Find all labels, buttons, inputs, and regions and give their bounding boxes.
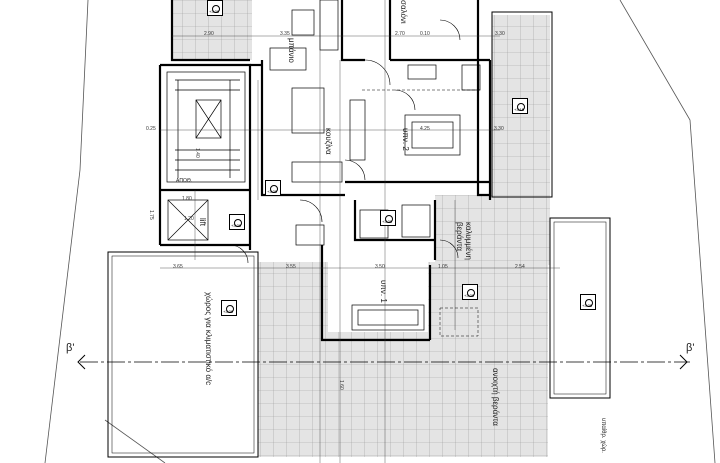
dimension-text: 3.50 bbox=[375, 264, 385, 270]
room-label-covered-veranda: καλυμμένη βεράντα bbox=[455, 222, 473, 260]
dimension-text: 3.55 bbox=[286, 264, 296, 270]
interior-lines bbox=[166, 0, 481, 331]
dimension-text: 0.10 bbox=[420, 31, 430, 37]
section-label-right: β' bbox=[686, 342, 695, 354]
dimension-text: 1.20 bbox=[184, 216, 194, 222]
room-label-open-veranda: ανοιχτή βεράντα bbox=[491, 368, 500, 426]
dimension-lines bbox=[160, 0, 560, 463]
level-marker: +3.20 bbox=[580, 294, 596, 310]
dimension-text: 2.54 bbox=[515, 264, 525, 270]
room-label-living: σαλόνι bbox=[399, 0, 408, 24]
room-label-kitchen: κουζίνα bbox=[324, 128, 333, 155]
dimension-text: 3.35 bbox=[280, 31, 290, 37]
level-marker: +3.20 bbox=[265, 180, 281, 196]
room-label-bedroom-2: υπν. 2 bbox=[401, 128, 410, 151]
level-marker: +3.20 bbox=[462, 284, 478, 300]
tiled-terraces bbox=[172, 0, 550, 457]
dimension-text: 4.25 bbox=[420, 126, 430, 132]
level-marker: +3.20 bbox=[207, 0, 223, 16]
room-label-ext-area: υπαίθρ. χώρ. bbox=[600, 418, 606, 453]
level-marker: +3.20 bbox=[380, 210, 396, 226]
dimension-text: 1.60 bbox=[338, 380, 344, 390]
level-marker: +3.15 bbox=[512, 98, 528, 114]
dimension-text: 1.05 bbox=[438, 264, 448, 270]
dimension-text: 2.70 bbox=[395, 31, 405, 37]
section-arrows bbox=[77, 354, 688, 370]
dimension-text: 3.30 bbox=[494, 126, 504, 132]
room-label-bath: μπάνιο bbox=[287, 38, 296, 63]
level-marker: +3.20 bbox=[229, 214, 245, 230]
section-label-left: β' bbox=[66, 342, 75, 354]
level-marker: +3.20 bbox=[221, 300, 237, 316]
dimension-text: 3.65 bbox=[173, 264, 183, 270]
room-label-bedroom-1: υπν. 1 bbox=[379, 280, 388, 303]
dimension-text: 0.25 bbox=[146, 126, 156, 132]
dimension-text: 1.75 bbox=[148, 210, 154, 220]
door-swings bbox=[229, 19, 461, 264]
balcony-outlines bbox=[107, 11, 611, 458]
dimension-text: 3.30 bbox=[495, 31, 505, 37]
plot-boundary bbox=[44, 0, 716, 463]
room-label-storage: ΑΠΟΘ. bbox=[176, 178, 193, 184]
room-label-lift: lift bbox=[198, 218, 207, 226]
dimension-text: 2.90 bbox=[204, 31, 214, 37]
dimension-text: 1.80 bbox=[182, 196, 192, 202]
room-label-ac-area: χώρος για κλιματιστικό α/c bbox=[204, 292, 213, 386]
dimension-text: 1.40 bbox=[194, 148, 200, 158]
